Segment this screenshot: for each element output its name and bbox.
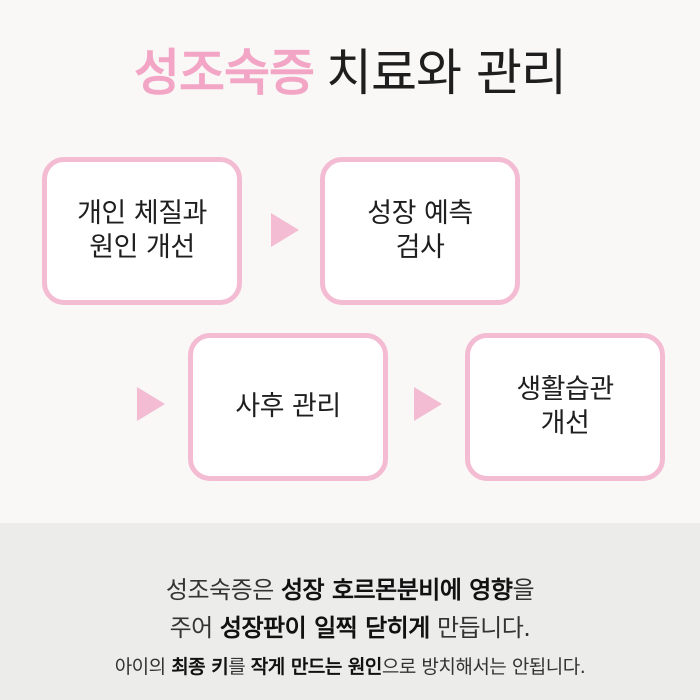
emphasis: 성장판이 일찍 닫히게 bbox=[219, 614, 430, 642]
step-label-4: 생활습관 개선 bbox=[516, 374, 614, 439]
arrow-right-icon bbox=[137, 387, 165, 421]
step-label-3: 사후 관리 bbox=[235, 391, 341, 422]
title-accent: 성조숙증 bbox=[134, 44, 315, 102]
text: 주어 bbox=[169, 614, 220, 642]
step-label-1: 개인 체질과 원인 개선 bbox=[77, 198, 207, 263]
text: 으로 방치해서는 안됩니다. bbox=[381, 656, 586, 678]
text: 를 bbox=[228, 656, 251, 678]
emphasis: 최종 키 bbox=[171, 656, 229, 678]
text: 아이의 bbox=[114, 656, 172, 678]
step-box-4: 생활습관 개선 bbox=[465, 333, 665, 481]
description-line-3: 아이의 최종 키를 작게 만드는 원인으로 방치해서는 안됩니다. bbox=[0, 652, 700, 679]
step-box-1: 개인 체질과 원인 개선 bbox=[42, 157, 242, 305]
step-label-2: 성장 예측 검사 bbox=[367, 198, 473, 263]
emphasis: 작게 만드는 원인 bbox=[250, 656, 383, 678]
text: 성조숙증은 bbox=[165, 576, 281, 604]
title-rest: 치료와 관리 bbox=[326, 44, 567, 102]
arrow-right-icon bbox=[414, 387, 442, 421]
description-band bbox=[0, 523, 700, 700]
text: 만듭니다. bbox=[429, 614, 531, 642]
emphasis: 성장 호르몬분비에 영향 bbox=[280, 576, 513, 604]
description-line-1: 성조숙증은 성장 호르몬분비에 영향을 bbox=[0, 570, 700, 605]
step-box-2: 성장 예측 검사 bbox=[320, 157, 520, 305]
description-line-2: 주어 성장판이 일찍 닫히게 만듭니다. bbox=[0, 608, 700, 643]
arrow-right-icon bbox=[271, 213, 299, 247]
text: 을 bbox=[512, 576, 535, 604]
step-box-3: 사후 관리 bbox=[188, 333, 388, 481]
